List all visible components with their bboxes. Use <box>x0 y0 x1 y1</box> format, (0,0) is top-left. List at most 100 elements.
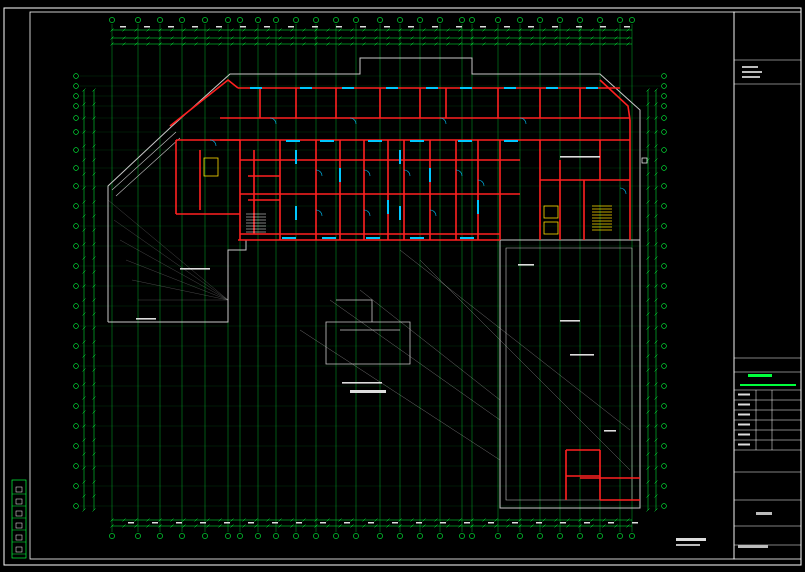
annotation-text <box>342 382 382 384</box>
dimension-text <box>272 522 278 524</box>
leader-line <box>419 259 631 471</box>
grid-bubble <box>109 17 115 23</box>
dimension-text <box>344 522 350 524</box>
door-swing-icon <box>209 139 217 147</box>
grid-bubble <box>661 129 667 135</box>
grid-bubble <box>255 533 261 539</box>
grid-bubble <box>73 165 79 171</box>
dimension-text <box>432 26 438 28</box>
dimension-text <box>536 522 542 524</box>
dimension-text <box>512 522 518 524</box>
grid-bubble <box>73 403 79 409</box>
dimension-text <box>152 522 158 524</box>
grid-bubble <box>157 533 163 539</box>
grid-bubble <box>109 533 115 539</box>
grid-bubble <box>202 533 208 539</box>
leader-line <box>299 329 501 461</box>
grid-bubble <box>73 203 79 209</box>
dimension-text <box>144 26 150 28</box>
dimension-text <box>584 522 590 524</box>
stair-icon <box>246 205 612 233</box>
grid-bubble <box>661 503 667 509</box>
grid-bubble <box>313 533 319 539</box>
title-block-rows <box>734 389 801 450</box>
grid-bubble <box>73 103 79 109</box>
dimension-lines <box>82 26 658 528</box>
door-swing-icon <box>477 179 485 187</box>
door-swing-icon <box>455 169 463 177</box>
dimension-text <box>488 522 494 524</box>
grid-bubble <box>313 17 319 23</box>
dimension-text <box>296 522 302 524</box>
grid-bubble <box>437 533 443 539</box>
grid-bubble <box>617 533 623 539</box>
dimension-text <box>312 26 318 28</box>
grid-bubble <box>73 503 79 509</box>
dimension-text <box>384 26 390 28</box>
elevator-icon <box>543 221 559 235</box>
grid-bubble <box>661 73 667 79</box>
elevator-icon <box>543 205 559 219</box>
grid-bubble <box>353 533 359 539</box>
grid-bubble <box>661 103 667 109</box>
leader-line <box>329 299 501 421</box>
grid-bubble <box>661 263 667 269</box>
grid-bubble <box>661 283 667 289</box>
grid-bubble <box>377 533 383 539</box>
grid-bubble <box>537 17 543 23</box>
grid-bubble <box>617 17 623 23</box>
grid-bubble <box>577 17 583 23</box>
grid-bubble <box>469 17 475 23</box>
grid-bubble <box>661 383 667 389</box>
door-swing-icon <box>619 187 627 195</box>
grid-bubble <box>437 17 443 23</box>
grid-bubble <box>661 443 667 449</box>
dimension-text <box>632 522 638 524</box>
grid-bubble <box>73 283 79 289</box>
grid-bubble <box>73 443 79 449</box>
grid-bubble <box>469 533 475 539</box>
dimension-text <box>552 26 558 28</box>
annotation-text <box>518 264 534 266</box>
grid-bubble <box>293 533 299 539</box>
grid-bubble <box>73 423 79 429</box>
door-swing-icon <box>519 117 527 125</box>
grid-bubble <box>377 17 383 23</box>
grid-bubble <box>73 115 79 121</box>
dimension-text <box>288 26 294 28</box>
grid-bubble <box>661 183 667 189</box>
dimension-text <box>360 26 366 28</box>
dimension-text <box>528 26 534 28</box>
grid-bubble <box>557 17 563 23</box>
dimension-text <box>216 26 222 28</box>
annotations <box>107 156 648 471</box>
dimension-text <box>320 522 326 524</box>
grid-bubble <box>73 73 79 79</box>
grid-bubble <box>459 17 465 23</box>
grid-bubble <box>661 423 667 429</box>
grid-bubble <box>73 463 79 469</box>
grid-bubble <box>73 129 79 135</box>
grid-bubble <box>661 363 667 369</box>
grid-bubble <box>661 403 667 409</box>
dimension-text <box>560 522 566 524</box>
grid-bubble <box>517 17 523 23</box>
dimension-text <box>200 522 206 524</box>
dimension-text <box>128 522 134 524</box>
door-swing-icon <box>269 117 277 125</box>
grid-bubble <box>597 17 603 23</box>
annotation-text <box>180 268 210 270</box>
grid-bubble <box>73 93 79 99</box>
grid-bubble <box>557 533 563 539</box>
dimension-text <box>192 26 198 28</box>
grid-bubble <box>661 223 667 229</box>
door-swing-icon <box>363 169 371 177</box>
grid-bubble <box>417 533 423 539</box>
grid-bubble <box>225 533 231 539</box>
annotation-text <box>136 318 156 320</box>
grid-bubble <box>135 17 141 23</box>
dimension-text <box>392 522 398 524</box>
grid-bubble <box>661 83 667 89</box>
grid-bubble <box>495 533 501 539</box>
